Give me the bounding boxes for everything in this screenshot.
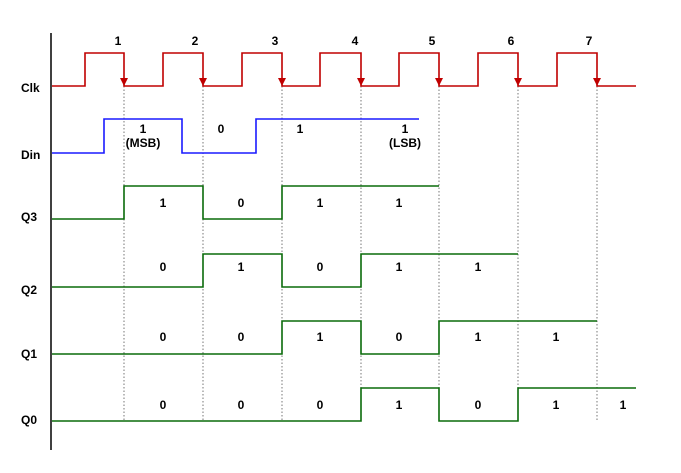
q0-value: 0 [160, 398, 167, 412]
clock-edge-number-6: 6 [508, 34, 515, 48]
din-note-msb: (MSB) [126, 136, 161, 150]
signal-label-q3: Q3 [21, 210, 37, 224]
signal-labels: Clk Din Q3 Q2 Q1 Q0 [21, 81, 40, 427]
signal-label-din: Din [21, 148, 40, 162]
clock-edge-arrow-6 [514, 78, 522, 86]
clock-edge-arrow-5 [435, 78, 443, 86]
din-value-1: 1 [140, 122, 147, 136]
q1-value: 0 [160, 330, 167, 344]
clock-edge-arrow-2 [199, 78, 207, 86]
q0-waveform [52, 387, 636, 422]
q1-value: 0 [396, 330, 403, 344]
din-value-4: 1 [402, 122, 409, 136]
q3-value: 1 [160, 196, 167, 210]
signal-label-clk: Clk [21, 81, 40, 95]
waveforms [52, 52, 636, 422]
q3-values: 1 0 1 1 [160, 196, 403, 210]
clock-edge-arrow-7 [593, 78, 601, 86]
clock-edge-arrow-1 [120, 78, 128, 86]
clock-edge-number-4: 4 [352, 34, 359, 48]
clock-waveform [52, 52, 636, 87]
din-waveform [52, 118, 419, 154]
q3-value: 0 [238, 196, 245, 210]
clock-edge-number-5: 5 [429, 34, 436, 48]
q1-values: 0 0 1 0 1 1 [160, 330, 560, 344]
q0-values: 0 0 0 1 0 1 1 [160, 398, 627, 412]
q3-value: 1 [317, 196, 324, 210]
q2-value: 0 [317, 260, 324, 274]
q2-waveform [52, 253, 518, 288]
q2-value: 1 [396, 260, 403, 274]
q1-value: 1 [553, 330, 560, 344]
q1-value: 1 [317, 330, 324, 344]
q0-value: 1 [620, 398, 627, 412]
clock-edge-number-1: 1 [115, 34, 122, 48]
clock-edge-number-7: 7 [586, 34, 593, 48]
q2-value: 0 [160, 260, 167, 274]
q2-values: 0 1 0 1 1 [160, 260, 482, 274]
q1-value: 0 [238, 330, 245, 344]
q1-value: 1 [475, 330, 482, 344]
clock-edge-arrow-4 [357, 78, 365, 86]
clock-edge-number-2: 2 [192, 34, 199, 48]
din-value-3: 1 [297, 122, 304, 136]
signal-label-q2: Q2 [21, 283, 37, 297]
clock-edge-numbers: 1 2 3 4 5 6 7 [115, 34, 593, 48]
clock-edge-arrow-3 [278, 78, 286, 86]
q1-waveform [52, 320, 597, 355]
q3-value: 1 [396, 196, 403, 210]
q0-value: 1 [396, 398, 403, 412]
q2-value: 1 [475, 260, 482, 274]
din-values: 1 (MSB) 0 1 1 (LSB) [126, 122, 421, 150]
q0-value: 0 [317, 398, 324, 412]
signal-label-q0: Q0 [21, 413, 37, 427]
q0-value: 1 [553, 398, 560, 412]
q0-value: 0 [238, 398, 245, 412]
q2-value: 1 [238, 260, 245, 274]
din-value-2: 0 [218, 122, 225, 136]
signal-label-q1: Q1 [21, 347, 37, 361]
q0-value: 0 [475, 398, 482, 412]
din-note-lsb: (LSB) [389, 136, 421, 150]
q3-waveform [52, 185, 439, 220]
clock-edge-number-3: 3 [272, 34, 279, 48]
